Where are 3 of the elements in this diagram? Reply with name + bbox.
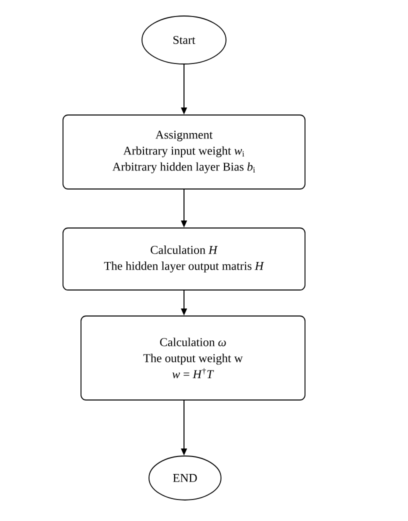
process-box: Calculation ω The output weight w w = H$^{†}$T <box>80 316 306 400</box>
process-box: Calculation H The hidden layer output matris H <box>62 228 306 290</box>
process-box: Assignment Arbitrary input weight w$_{i}$ Arbitrary hidden layer Bias b$_{i}$ <box>62 114 306 190</box>
